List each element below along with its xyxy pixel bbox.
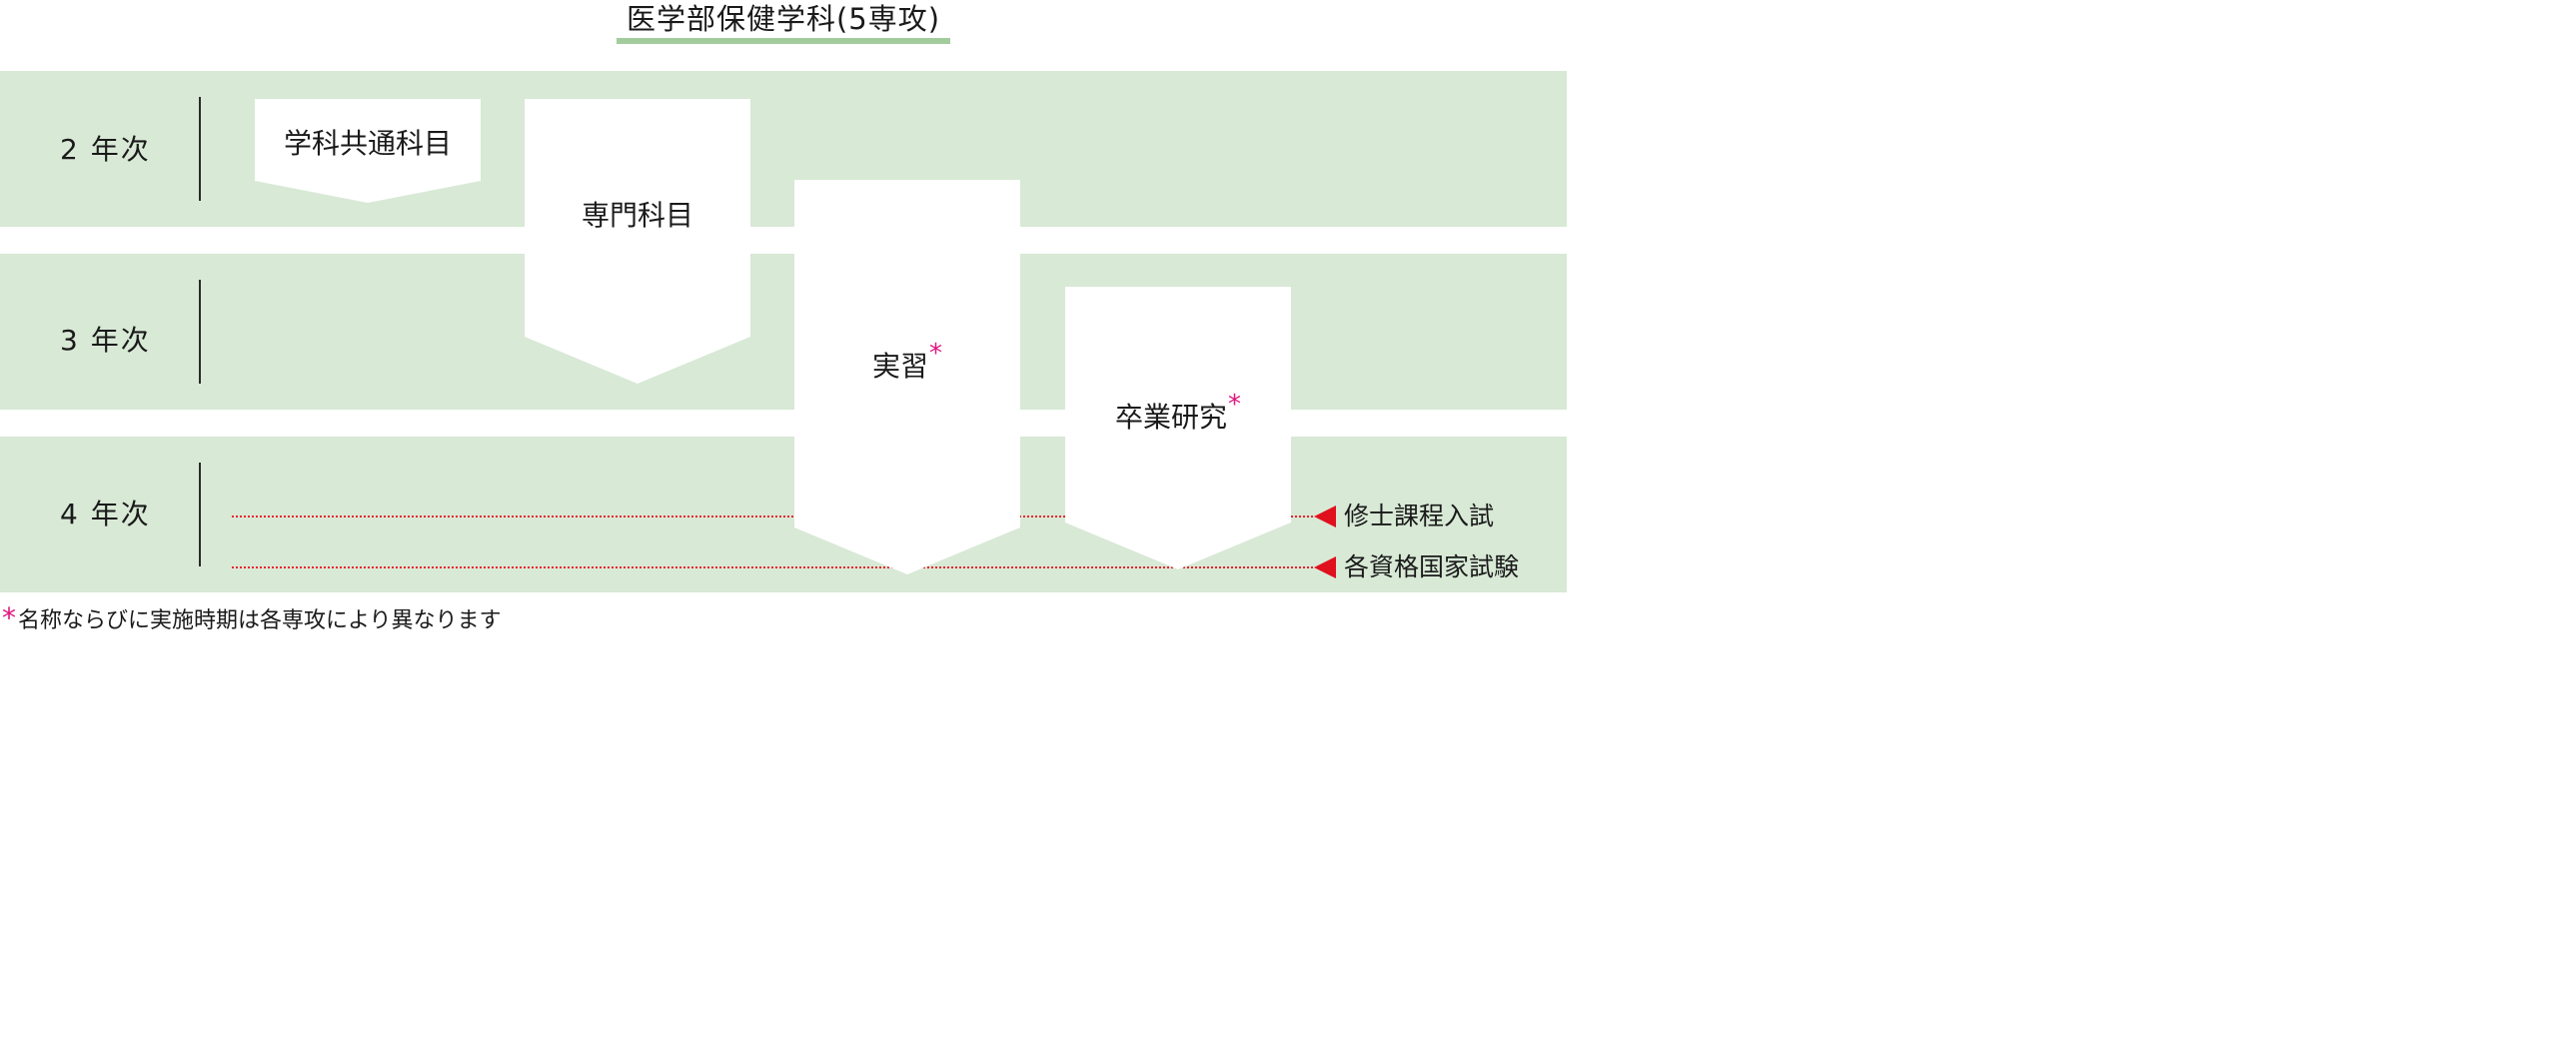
year-label-3: 3 年次 xyxy=(60,324,151,357)
block-graduation-research-label: 卒業研究* xyxy=(1114,390,1241,434)
asterisk-mark: * xyxy=(1228,390,1241,420)
block-specialized-subjects-label: 専門科目 xyxy=(581,199,693,232)
block-specialized-subjects: 専門科目 xyxy=(525,99,750,384)
block-graduation-research-shape xyxy=(1065,287,1291,569)
diagram-title-text: 医学部保健学科(5専攻) xyxy=(616,0,951,44)
year-label-4: 4 年次 xyxy=(60,498,151,530)
block-common-subjects-label: 学科共通科目 xyxy=(283,127,452,160)
year-band-3 xyxy=(0,254,1567,410)
outcome-label-national-exam: 各資格国家試験 xyxy=(1344,552,1520,581)
year-band-2 xyxy=(0,71,1567,227)
year-divider xyxy=(199,280,201,384)
outcome-label-masters-exam: 修士課程入試 xyxy=(1344,502,1495,530)
block-common-subjects-shape xyxy=(255,99,481,203)
block-practicum-label: 実習* xyxy=(871,339,942,383)
outcome-dotted-line xyxy=(232,516,1313,518)
year-divider xyxy=(199,97,201,201)
block-common-subjects: 学科共通科目 xyxy=(255,99,481,203)
block-practicum: 実習* xyxy=(794,180,1020,574)
block-graduation-research: 卒業研究* xyxy=(1065,287,1291,569)
outcome-dotted-line xyxy=(232,566,1313,568)
diagram-title: 医学部保健学科(5専攻) xyxy=(0,0,1567,44)
asterisk-mark: * xyxy=(929,339,942,369)
red-arrow-icon xyxy=(1314,556,1336,578)
footnote: *名称ならびに実施時期は各専攻により異なります xyxy=(2,603,502,636)
year-label-2: 2 年次 xyxy=(60,133,151,166)
block-practicum-shape xyxy=(794,180,1020,574)
red-arrow-icon xyxy=(1314,506,1336,527)
block-specialized-subjects-shape xyxy=(525,99,750,384)
footnote-text: 名称ならびに実施時期は各専攻により異なります xyxy=(18,608,502,633)
year-divider xyxy=(199,463,201,566)
asterisk-mark: * xyxy=(2,601,16,634)
